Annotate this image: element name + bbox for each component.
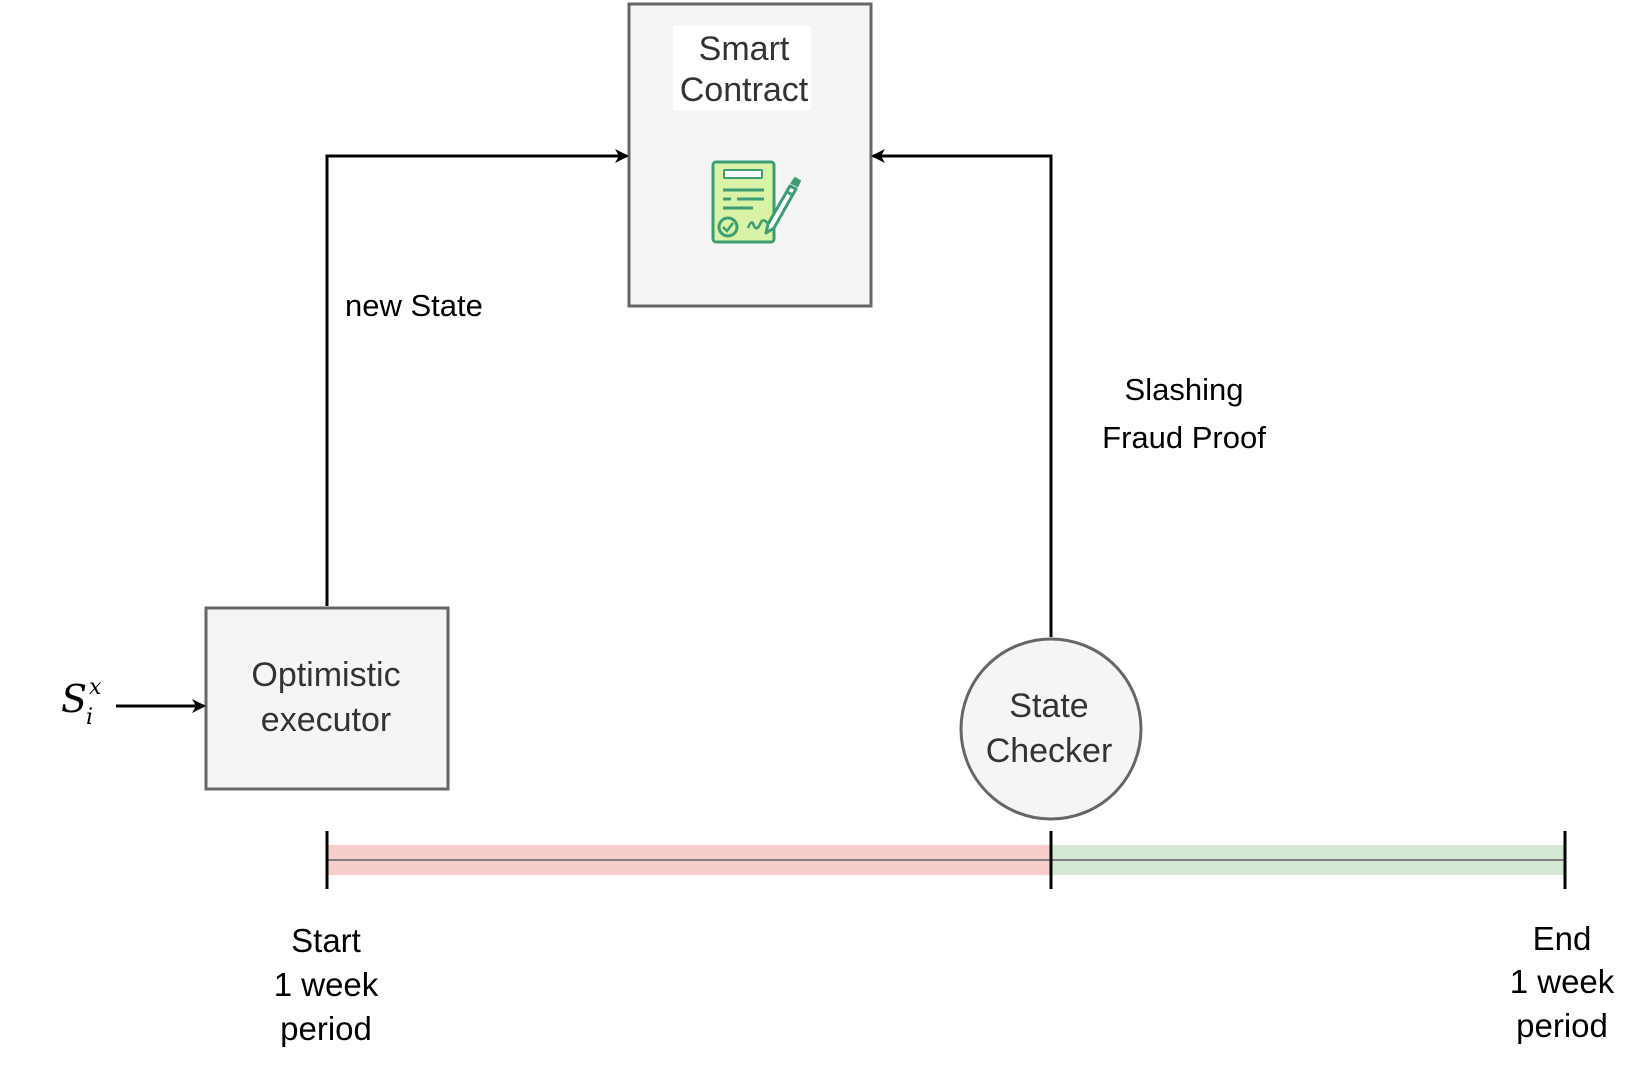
input-state-symbol: S x i — [61, 675, 102, 730]
smart-contract-label-bg — [673, 26, 811, 110]
slashing-label-line1: Slashing — [1125, 372, 1244, 407]
smart-contract-node[interactable]: Smart Contract — [627, 2, 873, 308]
smart-contract-label-line2: Contract — [680, 71, 809, 109]
signed-contract-icon — [711, 160, 802, 244]
slashing-label-line2: Fraud Proof — [1102, 420, 1266, 455]
input-symbol-main: S — [61, 677, 87, 721]
input-symbol-superscript: x — [89, 675, 102, 700]
state-checker-label-line2: Checker — [986, 732, 1113, 770]
timeline-start-label: Start 1 week period — [274, 922, 379, 1047]
slashing-edge — [871, 149, 1053, 637]
new-state-edge — [325, 149, 629, 606]
smart-contract-label-line1: Smart — [699, 30, 790, 68]
start-label-line2: 1 week — [274, 966, 379, 1003]
end-label-line2: 1 week — [1510, 963, 1615, 1000]
start-label-line1: Start — [291, 922, 361, 959]
optimistic-executor-label-line2: executor — [261, 701, 391, 739]
start-label-line3: period — [280, 1010, 372, 1047]
optimistic-executor-box — [204, 606, 450, 791]
timeline-end-label: End 1 week period — [1510, 920, 1615, 1044]
state-checker-label-line1: State — [1009, 687, 1088, 725]
end-label-line1: End — [1533, 920, 1592, 957]
timeline — [325, 831, 1567, 889]
state-checker-circle — [959, 637, 1143, 821]
state-checker-node[interactable]: State Checker — [959, 637, 1143, 821]
input-symbol-subscript: i — [86, 705, 93, 730]
new-state-label: new State — [345, 288, 483, 323]
end-label-line3: period — [1516, 1007, 1608, 1044]
optimistic-executor-label-line1: Optimistic — [251, 656, 400, 694]
optimistic-executor-node[interactable]: Optimistic executor — [204, 606, 450, 791]
